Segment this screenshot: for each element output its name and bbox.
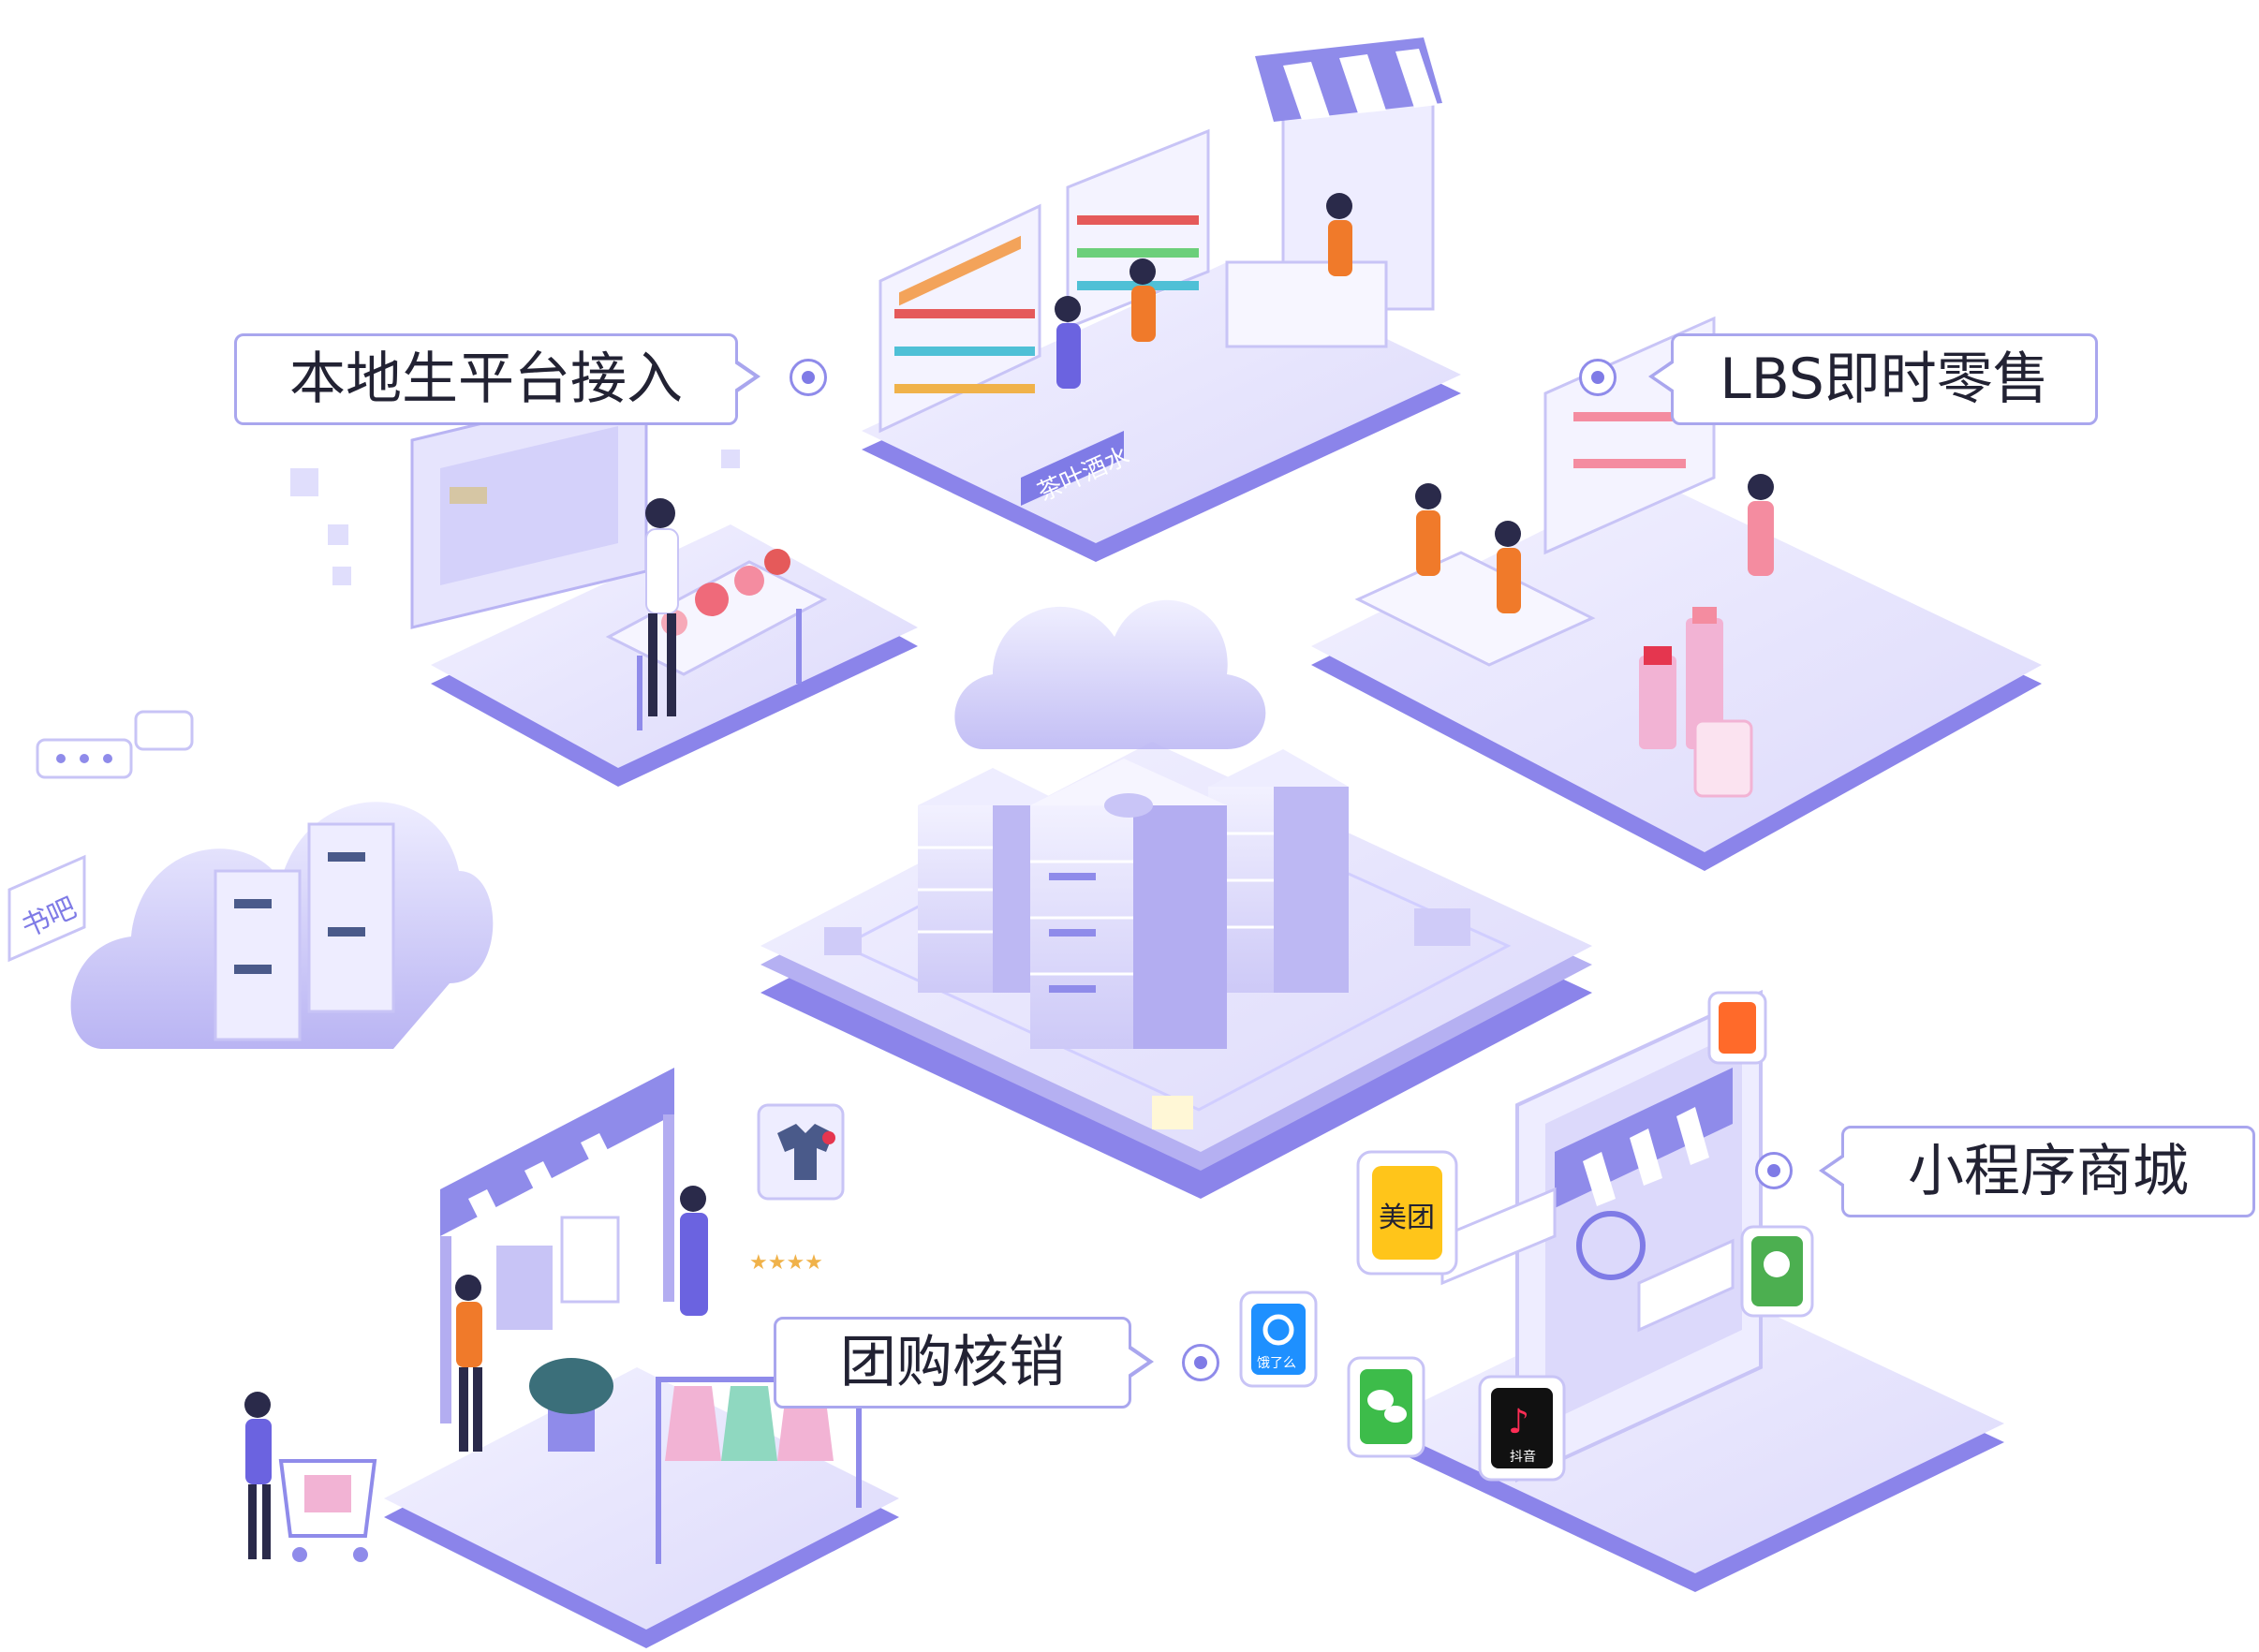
callout-group-buy: 团购核销 [774,1317,1131,1409]
callout-dot-mini-program [1755,1152,1793,1189]
fresh-app-icon [1740,1225,1814,1318]
callout-dot-local-life [790,359,827,396]
eleme-app-icon: 饿了么 [1239,1291,1318,1388]
mini-program-mall [1377,989,2004,1592]
clothes-rack [656,1377,862,1564]
phone-storefront [1515,989,1763,1483]
wechat-app-icon [1347,1356,1425,1458]
florist-figure [645,498,679,716]
svg-text:抖音: 抖音 [1510,1449,1536,1465]
callout-tail-fill [1824,1157,1845,1185]
tea-wine-store: 茶叶酒水 [862,37,1461,562]
svg-text:饿了么: 饿了么 [1257,1356,1296,1371]
clothing-store: ★★★★ [244,1068,899,1648]
plant-pot [529,1358,613,1452]
cloud-icon [954,599,1266,749]
svg-text:♪: ♪ [1508,1403,1529,1441]
callout-local-life: 本地生平台接入 [234,333,738,425]
staff-figure-clothing [455,1275,482,1452]
callout-mini-program: 小程序商城 [1841,1126,2255,1217]
server-racks [824,749,1470,1129]
callout-dot-group-buy [1182,1344,1219,1381]
vendor-figure [1326,193,1352,276]
customer-figure [1748,474,1774,576]
awning-clothing [440,1068,674,1423]
shopping-bags [496,1216,620,1330]
rating-stars-icon: ★★★★ [749,1251,823,1275]
monitor-screen [410,382,648,629]
cashier-figure [1415,483,1521,613]
chat-bubble-icon [36,710,194,779]
deco-square [328,524,348,545]
staff-figure [1130,258,1156,342]
callout-tail-fill [1127,1348,1147,1376]
deco-square [290,468,318,496]
shopper-figure [1055,296,1081,389]
callout-tail-fill [1654,362,1675,391]
deco-square [721,450,740,468]
book-bar-cloud: 书吧 [7,710,494,1049]
server-rack-center [1030,759,1227,1049]
shelf-products [894,215,1199,393]
callout-dot-lbs-retail [1579,359,1617,396]
server-rack-right [1208,749,1349,993]
book-bar-sign: 书吧 [7,854,86,963]
product-card-right [1637,1238,1735,1333]
deco-square [332,567,351,585]
tshirt-icon [757,1103,845,1201]
callout-lbs-retail: LBS即时零售 [1671,333,2098,425]
meituan-app-icon: 美团 [1356,1150,1458,1276]
svg-text:美团: 美团 [1379,1202,1435,1234]
douyin-app-icon: ♪ 抖音 [1478,1375,1566,1482]
awning-stall [1225,37,1442,348]
callout-tail-fill [733,362,754,391]
delivery-app-icon [1707,991,1767,1065]
svg-text:★★★★: ★★★★ [749,1251,823,1275]
shelf-middle [1066,128,1210,331]
florist-scene [290,382,918,787]
flower-table [605,549,828,730]
cart-shopper [244,1392,377,1562]
lipstick-display [1639,607,1753,798]
customer-figure-clothing [680,1186,708,1316]
